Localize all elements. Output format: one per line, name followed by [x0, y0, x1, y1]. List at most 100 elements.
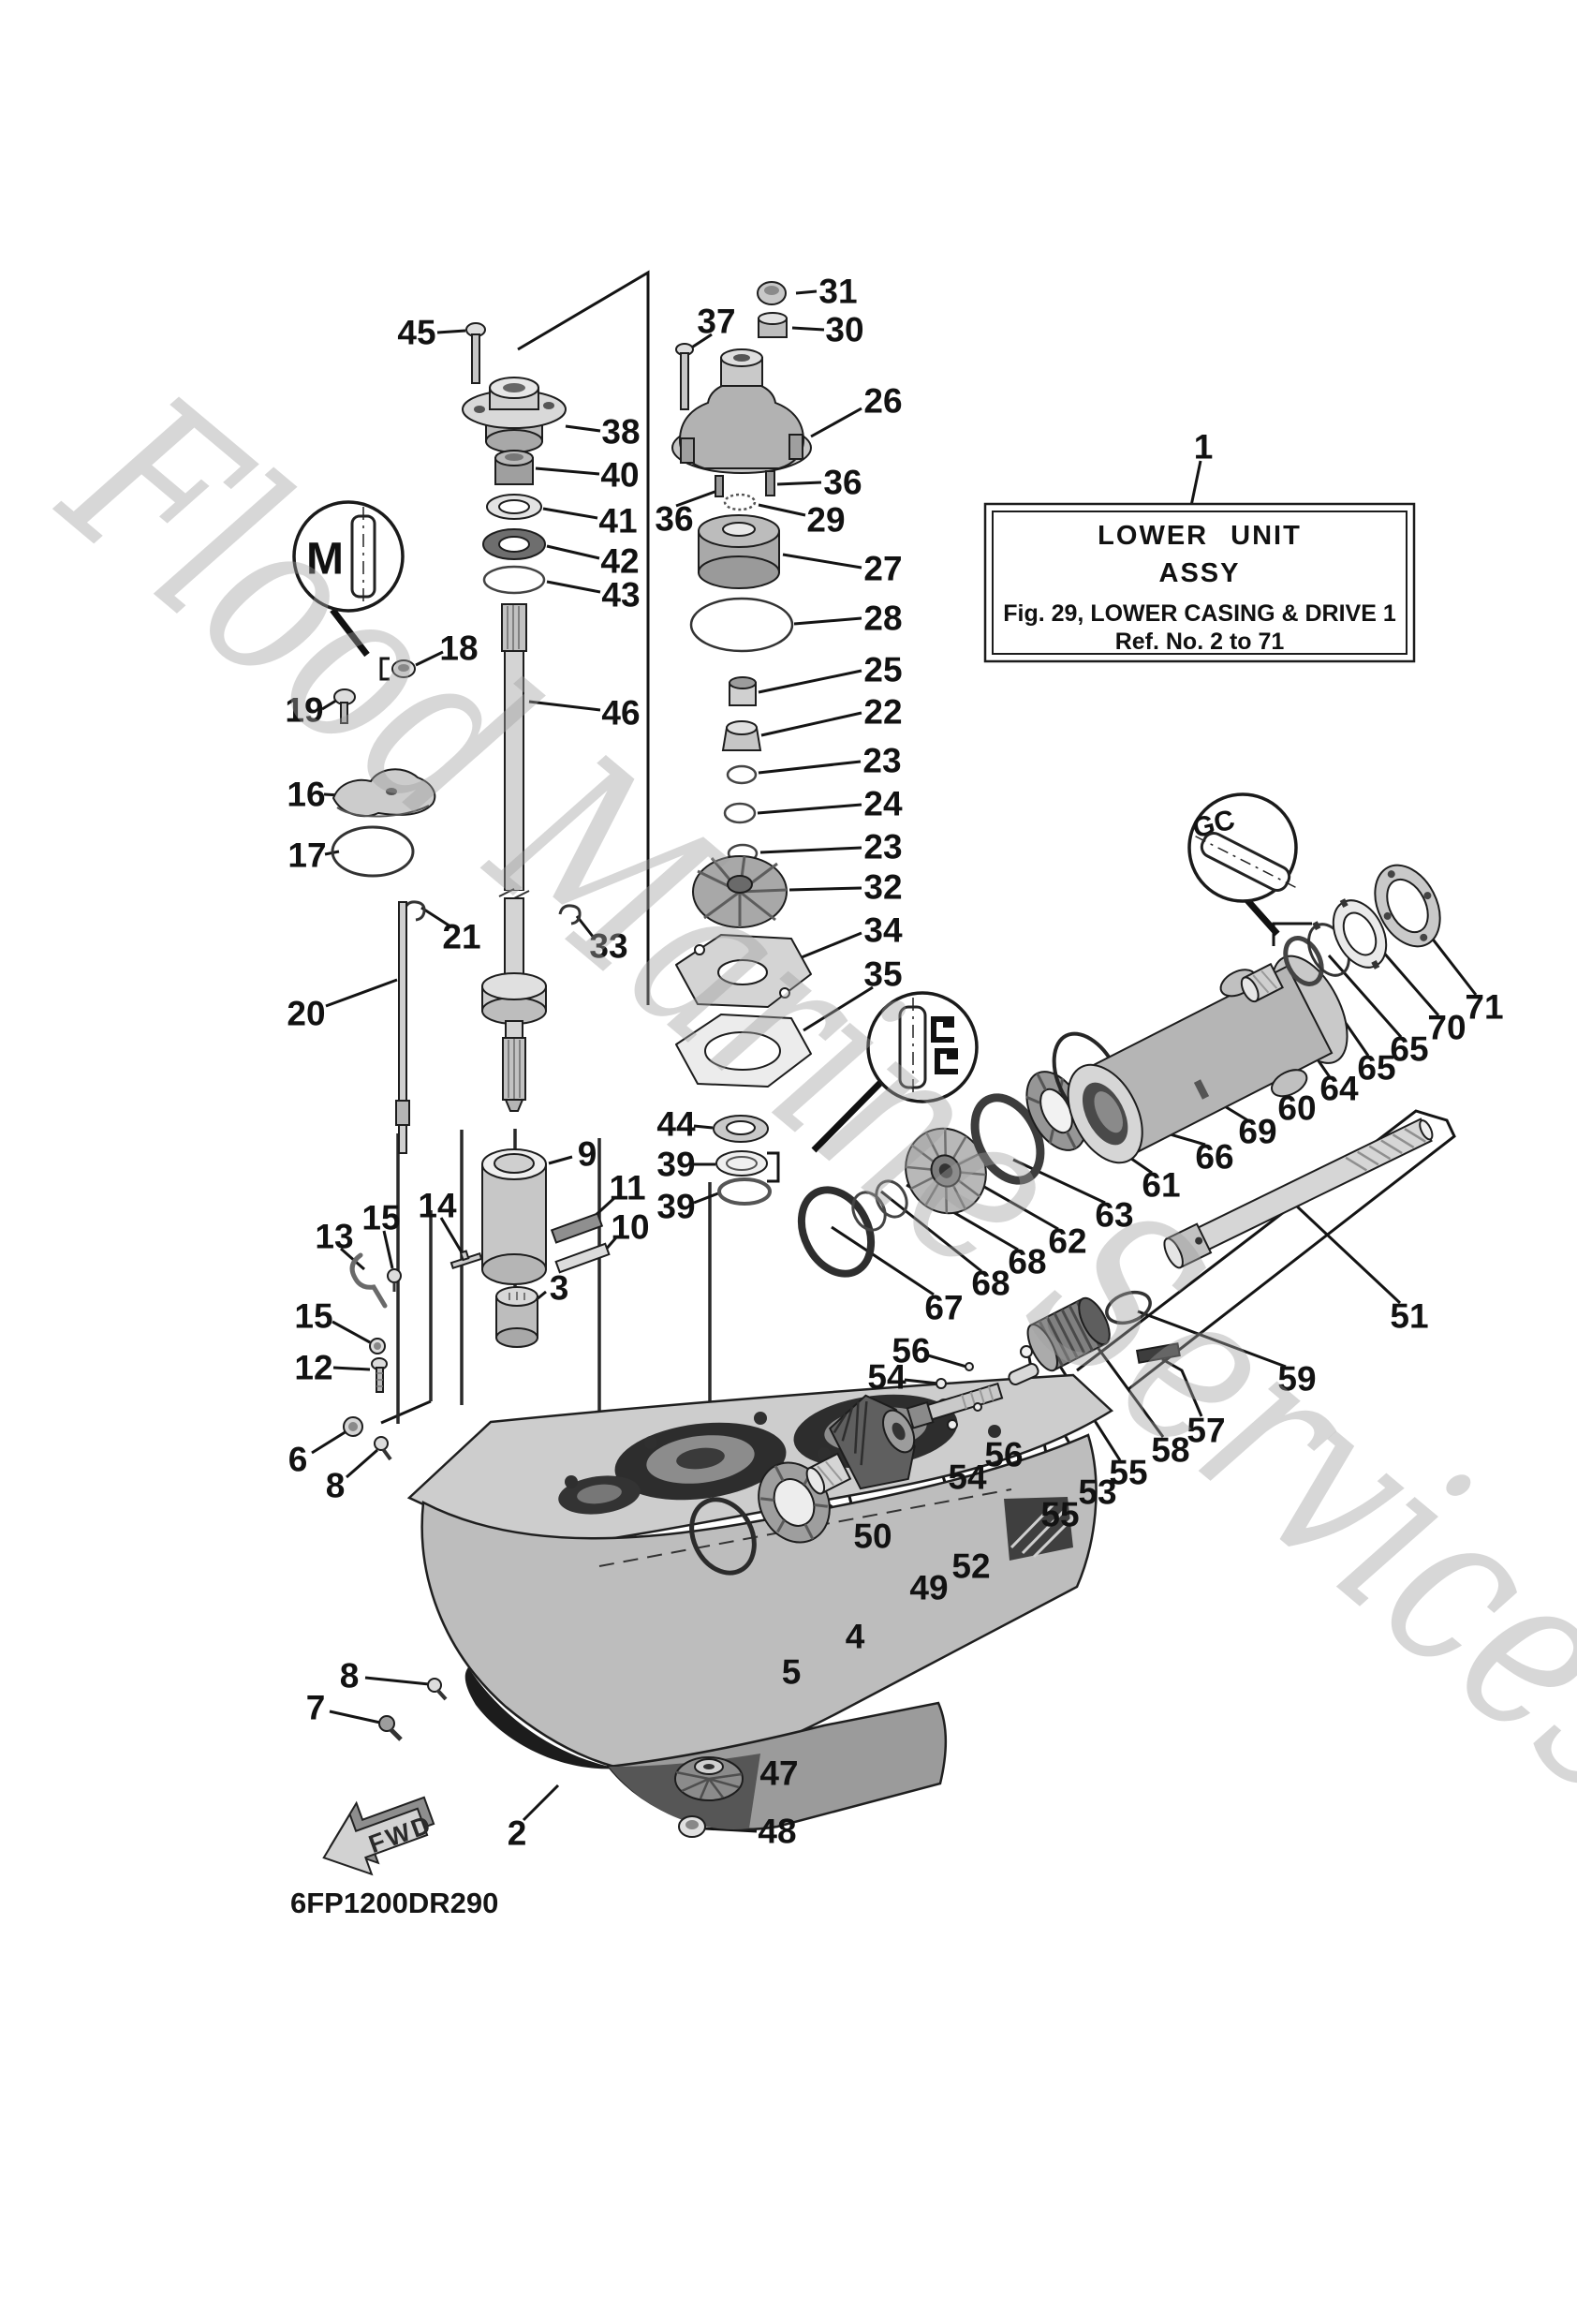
title-line-2: ASSY — [1159, 558, 1241, 588]
callout-42: 42 — [600, 542, 639, 581]
callout-9: 9 — [578, 1135, 597, 1174]
bolt-45-icon — [465, 322, 486, 384]
gasket-28-icon — [689, 597, 794, 653]
magnifier-leaders — [330, 607, 1280, 1153]
callout-60: 60 — [1277, 1089, 1316, 1128]
o-ring-68b-icon — [851, 1191, 887, 1232]
bearing-carrier-60-icon — [1067, 955, 1349, 1164]
clip-21-icon — [403, 900, 426, 922]
callout-30: 30 — [825, 311, 863, 349]
driveshaft-46-icon — [481, 603, 547, 1112]
callout-50: 50 — [853, 1517, 892, 1556]
oil-seal-44-icon — [713, 1115, 769, 1143]
nut-48-icon — [678, 1815, 706, 1838]
callout-34: 34 — [863, 911, 903, 950]
impeller-32-icon — [692, 855, 788, 928]
callout-56b: 56 — [984, 1436, 1023, 1474]
callout-58: 58 — [1151, 1431, 1189, 1470]
bolt-37-icon — [675, 343, 694, 410]
washer-54a-icon — [936, 1378, 947, 1389]
callout-24: 24 — [863, 785, 903, 823]
callout-38: 38 — [601, 413, 640, 451]
callout-44: 44 — [656, 1105, 696, 1144]
pump-insert-27-icon — [698, 514, 780, 589]
drawing-code: 6FP1200DR290 — [290, 1887, 498, 1919]
water-pump-housing-26-icon — [671, 348, 812, 474]
callout-6: 6 — [288, 1441, 308, 1479]
callout-8a: 8 — [326, 1467, 346, 1505]
ring-59-icon — [1105, 1290, 1152, 1325]
clip-33-icon — [558, 904, 582, 925]
callout-19: 19 — [285, 691, 323, 730]
sleeve-9-icon — [481, 1148, 547, 1285]
callout-68a: 68 — [971, 1265, 1010, 1303]
callout-7: 7 — [306, 1689, 326, 1727]
callout-25: 25 — [863, 651, 902, 689]
seal-39a-icon — [715, 1150, 768, 1177]
callout-26: 26 — [863, 382, 902, 421]
callout-41: 41 — [598, 502, 637, 540]
callout-11: 11 — [609, 1169, 645, 1207]
callout-31: 31 — [818, 273, 857, 311]
title-line-3: Fig. 29, LOWER CASING & DRIVE 1 — [1003, 600, 1396, 627]
title-box: LOWER UNIT ASSY Fig. 29, LOWER CASING & … — [983, 502, 1416, 663]
nut-6-icon — [343, 1416, 363, 1437]
bolt-52-icon — [906, 1382, 1004, 1429]
callout-62: 62 — [1048, 1222, 1086, 1261]
callout-29: 29 — [806, 501, 845, 540]
washer-30-icon — [758, 312, 788, 338]
callout-21: 21 — [442, 918, 480, 956]
callout-16: 16 — [287, 776, 325, 814]
pinion-sleeve-icon — [805, 1452, 852, 1495]
magnifier-clip-detail — [866, 991, 979, 1103]
washer-54b-icon — [947, 1419, 958, 1430]
callout-68b: 68 — [1008, 1243, 1046, 1281]
title-line-4: Ref. No. 2 to 71 — [1115, 629, 1285, 655]
callout-43: 43 — [601, 576, 640, 614]
ball-55a-icon — [1020, 1345, 1033, 1358]
pin-14-icon — [450, 1250, 483, 1270]
callout-36a: 36 — [655, 500, 693, 539]
callout-54b: 54 — [948, 1458, 987, 1497]
bushing-40-icon — [494, 450, 534, 485]
callout-5: 5 — [782, 1653, 802, 1692]
callout-53: 53 — [1078, 1473, 1116, 1512]
forward-gear-62-icon — [905, 1127, 987, 1215]
oil-seal-42-icon — [482, 528, 546, 560]
key-10-icon — [554, 1242, 611, 1274]
o-ring-17-icon — [331, 825, 415, 878]
callout-35: 35 — [863, 955, 902, 994]
callout-69: 69 — [1238, 1113, 1276, 1151]
callout-labels: 1 45 37 31 30 26 38 40 41 42 43 36 36 29… — [285, 273, 1503, 1853]
callout-12: 12 — [294, 1349, 332, 1387]
washer-41-icon — [486, 494, 542, 520]
callout-67: 67 — [924, 1289, 963, 1327]
callout-48: 48 — [758, 1813, 796, 1851]
o-ring-68a-icon — [875, 1179, 908, 1219]
retaining-clip-icon — [931, 1016, 954, 1043]
callout-63: 63 — [1095, 1196, 1133, 1235]
o-ring-43-icon — [482, 565, 546, 595]
seal-39b-icon — [717, 1177, 772, 1206]
retaining-clip-icon — [935, 1048, 958, 1074]
gasket-35-icon — [675, 1014, 812, 1088]
callout-55a: 55 — [1109, 1454, 1147, 1492]
callout-36b: 36 — [823, 464, 862, 502]
clutch-dog-57-icon — [1026, 1296, 1111, 1372]
callout-52: 52 — [951, 1547, 990, 1586]
callout-13: 13 — [315, 1218, 353, 1256]
callout-22: 22 — [863, 693, 902, 732]
callout-65b: 65 — [1390, 1030, 1428, 1069]
grease-symbol: M — [306, 535, 344, 585]
o-ring-24-icon — [723, 802, 757, 824]
shift-cam-16-icon — [332, 768, 436, 818]
assembly-bracket-lines — [379, 270, 1456, 1425]
callout-64: 64 — [1319, 1070, 1359, 1108]
callout-56a: 56 — [892, 1332, 930, 1370]
bearing-50-icon — [758, 1461, 831, 1544]
outer-plate-34-icon — [675, 934, 812, 1008]
callout-55b: 55 — [1040, 1496, 1079, 1534]
magnifier-thread-detail: GC — [1187, 792, 1298, 903]
